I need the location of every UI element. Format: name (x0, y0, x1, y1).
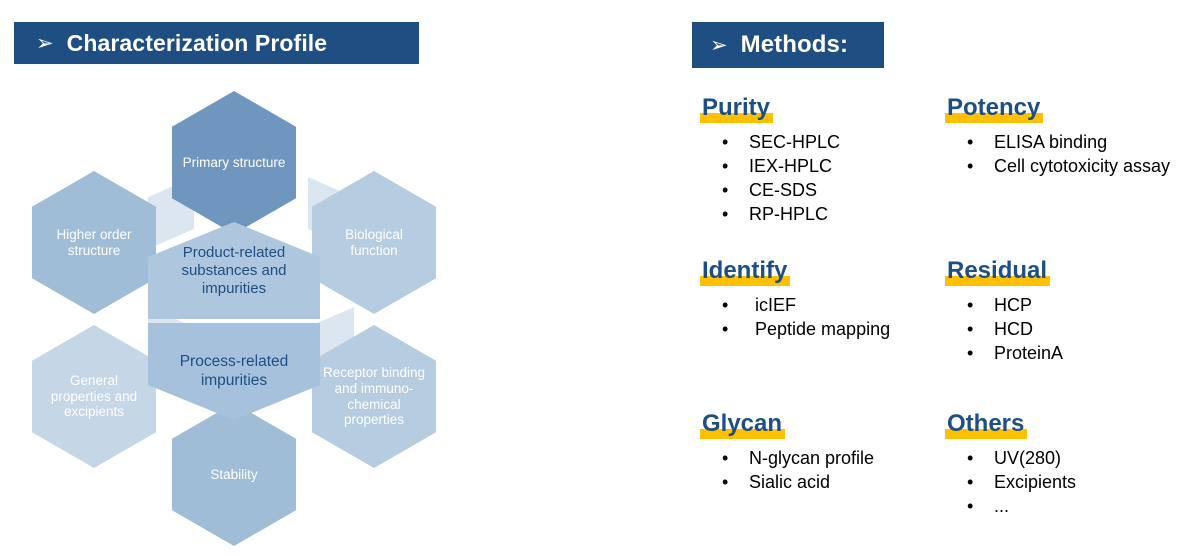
list-item-label: RP-HPLC (749, 204, 829, 225)
list-item: • HCP (945, 294, 1177, 317)
method-block-potency: Potency • ELISA binding • Cell cytotoxicit… (945, 95, 1177, 179)
method-block-identify: Identify • icIEF • Peptide mapping (700, 258, 932, 342)
list-item-label: CE-SDS (749, 180, 818, 201)
list-item-label: Cell cytotoxicity assay (994, 156, 1171, 177)
methods-grid: Purity • SEC-HPLC • IEX-HPLC • CE-SDS • RP-H… (700, 95, 1180, 545)
hex-label: General properties and excipients (50, 372, 138, 420)
bullet-icon: • (722, 204, 729, 225)
list-item-label: icIEF (755, 295, 797, 316)
hex-label: Biological function (345, 226, 403, 258)
methods-title: Methods: (740, 31, 849, 58)
hex-label: Product-related substances and impuritie… (181, 243, 287, 297)
list-item-label: UV(280) (994, 448, 1062, 469)
bullet-icon: • (722, 448, 729, 469)
hex-center-group: Product-related substances and impuritie… (148, 222, 320, 420)
list-item: • RP-HPLC (700, 203, 932, 226)
list-item-label: Excipients (994, 472, 1077, 493)
list-item-label: IEX-HPLC (749, 156, 833, 177)
list-item: • UV(280) (945, 447, 1177, 470)
bullet-icon: • (722, 156, 729, 177)
method-list-glycan: • N-glycan profile • Sialic acid (700, 447, 932, 494)
list-item: • SEC-HPLC (700, 131, 932, 154)
list-item-label: N-glycan profile (749, 448, 875, 469)
list-item-label: ProteinA (994, 343, 1064, 364)
arrow-bullet-icon: ➢ (36, 30, 54, 55)
hex-label: Primary structure (182, 154, 286, 170)
method-title-purity: Purity (700, 95, 774, 124)
bullet-icon: • (722, 472, 729, 493)
hex-label: Receptor binding and immuno-chemical pro… (322, 364, 426, 428)
bullet-icon: • (967, 448, 974, 469)
hex-label: Stability (210, 466, 258, 482)
characterization-hexagon-diagram: Primary structure Biological function Re… (20, 85, 490, 555)
hex-receptor-binding[interactable]: Receptor binding and immuno-chemical pro… (312, 325, 436, 468)
hex-process-related-impurities[interactable]: Process-related impurities (148, 323, 320, 420)
method-list-purity: • SEC-HPLC • IEX-HPLC • CE-SDS • RP-HPLC (700, 131, 932, 226)
list-item: • icIEF (700, 294, 932, 317)
methods-header: ➢ Methods: (692, 22, 884, 68)
characterization-profile-header: ➢ Characterization Profile (14, 22, 419, 64)
list-item-label: Sialic acid (749, 472, 831, 493)
list-item: • ELISA binding (945, 131, 1177, 154)
method-block-others: Others • UV(280) • Excipients •... (945, 411, 1177, 519)
bullet-icon: • (967, 319, 974, 340)
bullet-icon: • (967, 496, 974, 517)
list-item: • Cell cytotoxicity assay (945, 155, 1177, 178)
hex-stability[interactable]: Stability (172, 403, 296, 546)
bullet-icon: • (722, 132, 729, 153)
list-item: • Excipients (945, 471, 1177, 494)
list-item: •... (945, 495, 1177, 518)
list-item-label: Peptide mapping (755, 319, 891, 340)
hex-product-related-impurities[interactable]: Product-related substances and impuritie… (148, 222, 320, 319)
characterization-profile-title: Characterization Profile (66, 29, 328, 56)
method-list-potency: • ELISA binding • Cell cytotoxicity assay (945, 131, 1177, 178)
arrow-bullet-icon: ➢ (710, 32, 728, 57)
list-item-label: HCD (994, 319, 1033, 340)
list-item: • CE-SDS (700, 179, 932, 202)
hex-label: Higher order structure (56, 226, 132, 258)
bullet-icon: • (967, 295, 974, 316)
list-item: • N-glycan profile (700, 447, 932, 470)
method-title-potency: Potency (945, 95, 1044, 124)
hex-label: Process-related impurities (179, 352, 289, 389)
hex-higher-order-structure[interactable]: Higher order structure (32, 171, 156, 314)
bullet-icon: • (722, 295, 729, 316)
bullet-icon: • (967, 156, 974, 177)
method-title-identify: Identify (700, 258, 791, 287)
list-item-label: HCP (994, 295, 1033, 316)
bullet-icon: • (967, 132, 974, 153)
method-block-residual: Residual • HCP • HCD • ProteinA (945, 258, 1177, 366)
list-item-label: ... (994, 496, 1010, 517)
bullet-icon: • (967, 343, 974, 364)
list-item: • Sialic acid (700, 471, 932, 494)
list-item-label: SEC-HPLC (749, 132, 841, 153)
method-title-glycan: Glycan (700, 411, 786, 440)
bullet-icon: • (722, 180, 729, 201)
hex-general-properties[interactable]: General properties and excipients (32, 325, 156, 468)
bullet-icon: • (967, 472, 974, 493)
method-list-residual: • HCP • HCD • ProteinA (945, 294, 1177, 365)
method-block-glycan: Glycan • N-glycan profile • Sialic acid (700, 411, 932, 495)
method-list-others: • UV(280) • Excipients •... (945, 447, 1177, 518)
list-item: • ProteinA (945, 342, 1177, 365)
list-item: • IEX-HPLC (700, 155, 932, 178)
list-item: • HCD (945, 318, 1177, 341)
method-block-purity: Purity • SEC-HPLC • IEX-HPLC • CE-SDS • RP-H… (700, 95, 932, 227)
bullet-icon: • (722, 319, 729, 340)
list-item: • Peptide mapping (700, 318, 932, 341)
method-title-others: Others (945, 411, 1028, 440)
list-item-label: ELISA binding (994, 132, 1108, 153)
method-list-identify: • icIEF • Peptide mapping (700, 294, 932, 341)
method-title-residual: Residual (945, 258, 1051, 287)
